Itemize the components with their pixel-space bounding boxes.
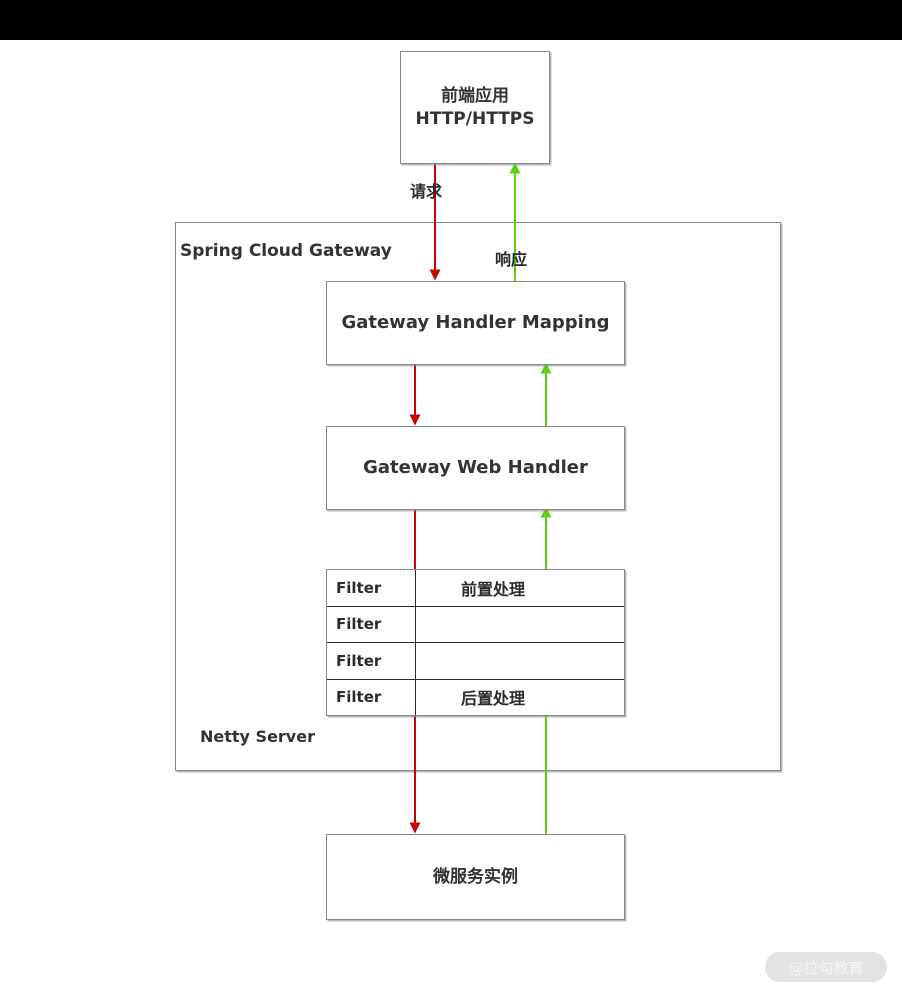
edge-label-request: 请求 xyxy=(410,182,443,201)
node-microservice-instance-label: 微服务实例 xyxy=(433,866,518,887)
filter-name-cell: Filter xyxy=(327,643,416,679)
edge-label-response: 响应 xyxy=(495,250,528,269)
table-row[interactable]: Filter xyxy=(327,643,624,680)
table-row[interactable]: Filter 后置处理 xyxy=(327,679,624,715)
filter-name-cell: Filter xyxy=(327,570,416,606)
filter-chain-table: Filter 前置处理 Filter Filter Filter 后置处理 xyxy=(326,569,625,716)
node-gateway-handler-mapping-label: Gateway Handler Mapping xyxy=(341,311,610,333)
watermark-badge: @拉勾教育 xyxy=(765,952,887,982)
node-gateway-web-handler-label: Gateway Web Handler xyxy=(363,456,588,478)
table-row[interactable]: Filter 前置处理 xyxy=(327,570,624,607)
node-gateway-web-handler[interactable]: Gateway Web Handler xyxy=(326,426,625,510)
filter-desc-cell xyxy=(416,643,624,679)
spring-cloud-gateway-container xyxy=(175,222,781,771)
node-gateway-handler-mapping[interactable]: Gateway Handler Mapping xyxy=(326,281,625,365)
node-frontend-application-label: 前端应用 HTTP/HTTPS xyxy=(415,85,535,129)
node-frontend-application[interactable]: 前端应用 HTTP/HTTPS xyxy=(400,51,550,164)
filter-name-cell: Filter xyxy=(327,679,416,715)
table-row[interactable]: Filter xyxy=(327,606,624,643)
top-black-bar xyxy=(0,0,902,40)
filter-desc-cell: 后置处理 xyxy=(460,689,525,709)
node-microservice-instance[interactable]: 微服务实例 xyxy=(326,834,625,920)
filter-desc-cell: 前置处理 xyxy=(460,579,525,599)
filter-desc-cell xyxy=(416,607,624,643)
filter-name-cell: Filter xyxy=(327,606,416,642)
watermark-text: @拉勾教育 xyxy=(788,958,864,977)
spring-cloud-gateway-title: Spring Cloud Gateway xyxy=(180,241,392,261)
netty-server-title: Netty Server xyxy=(200,727,315,746)
